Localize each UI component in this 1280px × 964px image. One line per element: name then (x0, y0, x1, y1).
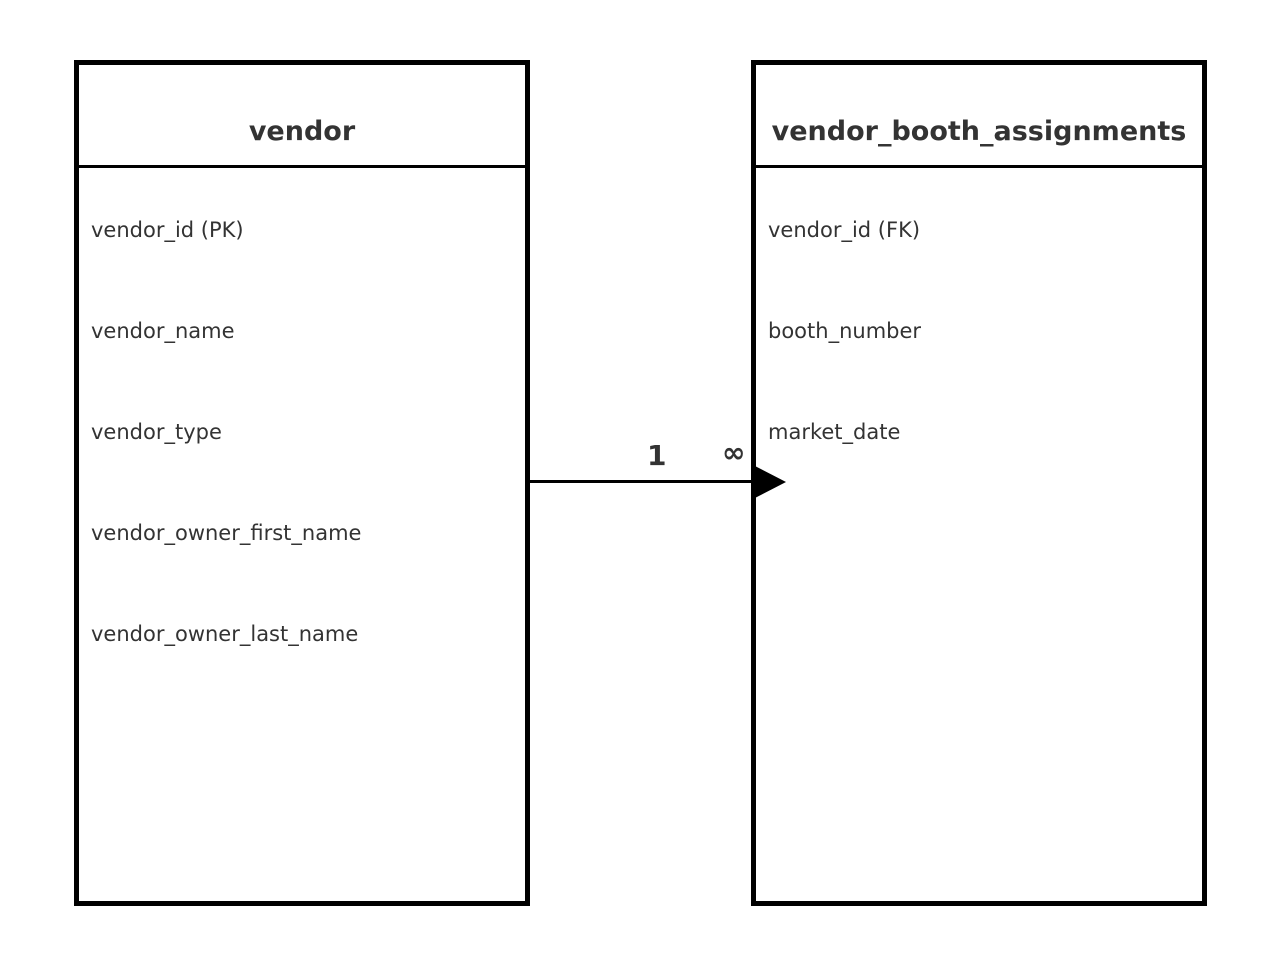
cardinality-one-label: 1 (647, 439, 667, 472)
attribute-vendor-id: vendor_id (PK) (91, 218, 244, 242)
arrowhead-icon (753, 465, 786, 499)
attribute-market-date: market_date (768, 420, 901, 444)
cardinality-many-label: ∞ (722, 436, 746, 469)
attribute-booth-number: booth_number (768, 319, 922, 343)
attribute-vendor-owner-last-name: vendor_owner_last_name (91, 622, 359, 646)
entity-title-vendor-booth-assignments: vendor_booth_assignments (771, 116, 1187, 147)
attribute-vendor-name: vendor_name (91, 319, 235, 343)
attribute-vendor-type: vendor_type (91, 420, 222, 444)
attribute-vendor-id-fk: vendor_id (FK) (768, 218, 921, 242)
relationship-line (527, 480, 753, 483)
entity-vendor: vendor vendor_id (PK) vendor_name vendor… (74, 60, 530, 906)
attribute-vendor-owner-first-name: vendor_owner_first_name (91, 521, 362, 545)
entity-header: vendor_booth_assignments (756, 65, 1202, 168)
entity-header: vendor (79, 65, 525, 168)
entity-vendor-booth-assignments: vendor_booth_assignments vendor_id (FK) … (751, 60, 1207, 906)
entity-title-vendor: vendor (248, 116, 356, 147)
